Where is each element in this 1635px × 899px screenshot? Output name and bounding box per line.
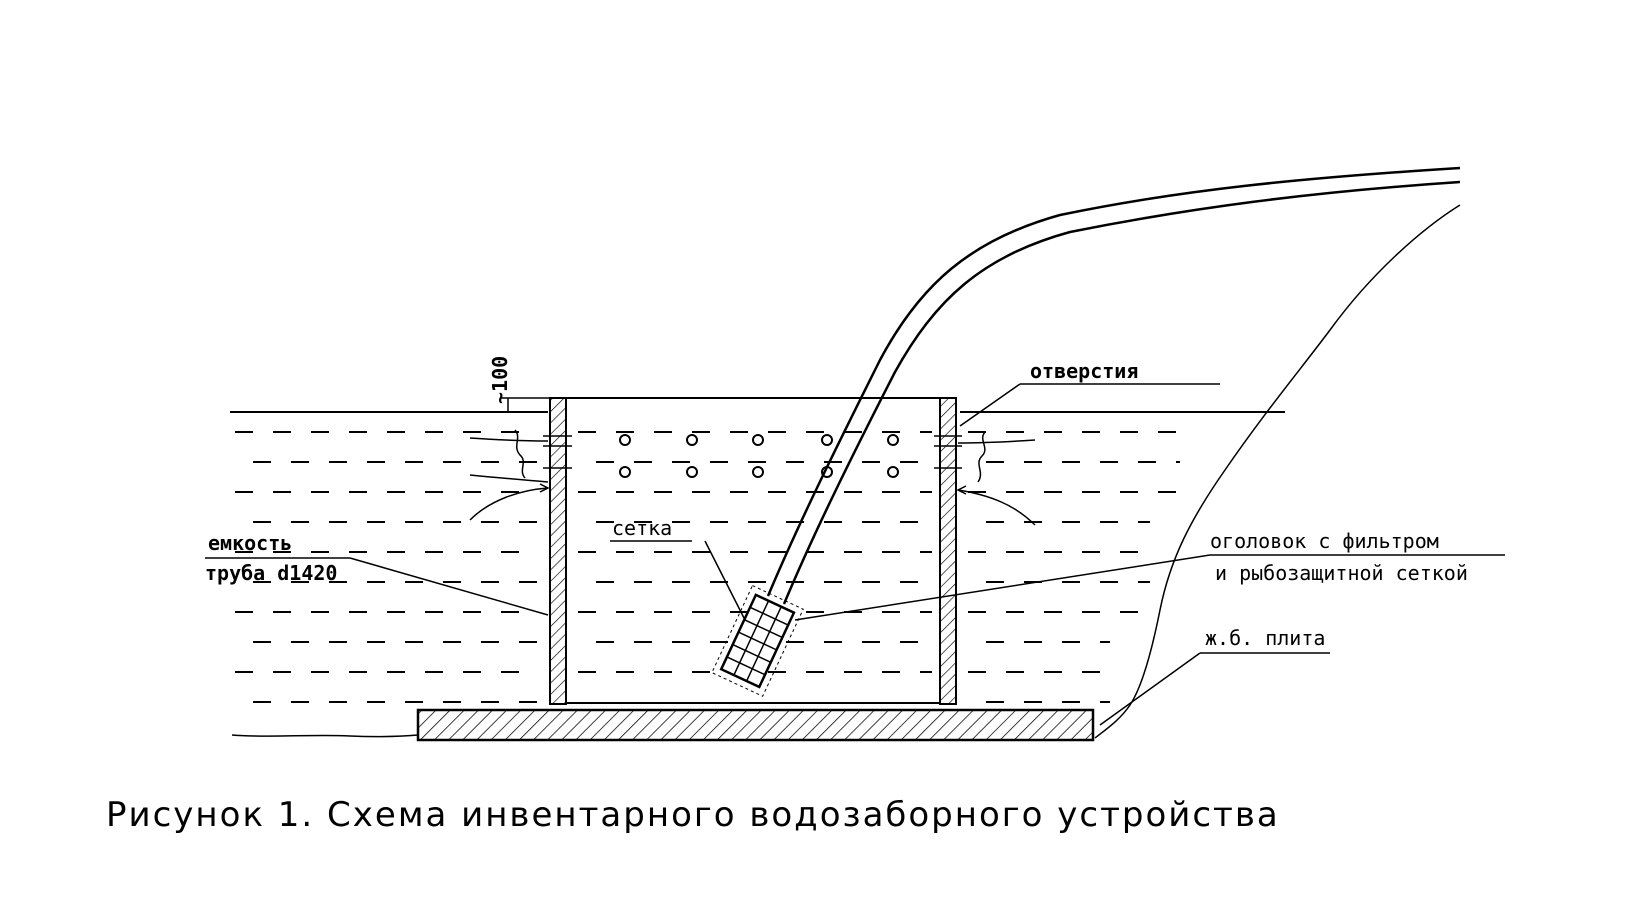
container [549,397,957,705]
flow-arrows-left [469,429,550,521]
container-label-line1: емкость [208,531,292,555]
head-label-line1: оголовок с фильтром [1210,529,1439,553]
mesh-label: сетка [612,516,672,540]
head-label-line2: и рыбозащитной сеткой [1215,561,1468,585]
foundation-slab [416,708,1095,742]
holes-label: отверстия [1030,359,1138,383]
intake-head [711,584,804,697]
wall-holes [619,434,899,478]
dimension-label: ~100 [488,356,512,404]
container-label-line2: труба d1420 [205,561,337,585]
figure-caption: Рисунок 1. Схема инвентарного водозаборн… [106,795,1280,835]
water-dashes [235,431,1180,703]
leader-lines [205,383,1505,726]
flow-arrows-right [956,431,1036,526]
wall-opening-marks [543,435,962,469]
suction-hose [766,166,1461,605]
river-bottom-contour [231,734,419,738]
bank-contour [1094,204,1461,739]
slab-label: ж.б. плита [1205,626,1325,650]
